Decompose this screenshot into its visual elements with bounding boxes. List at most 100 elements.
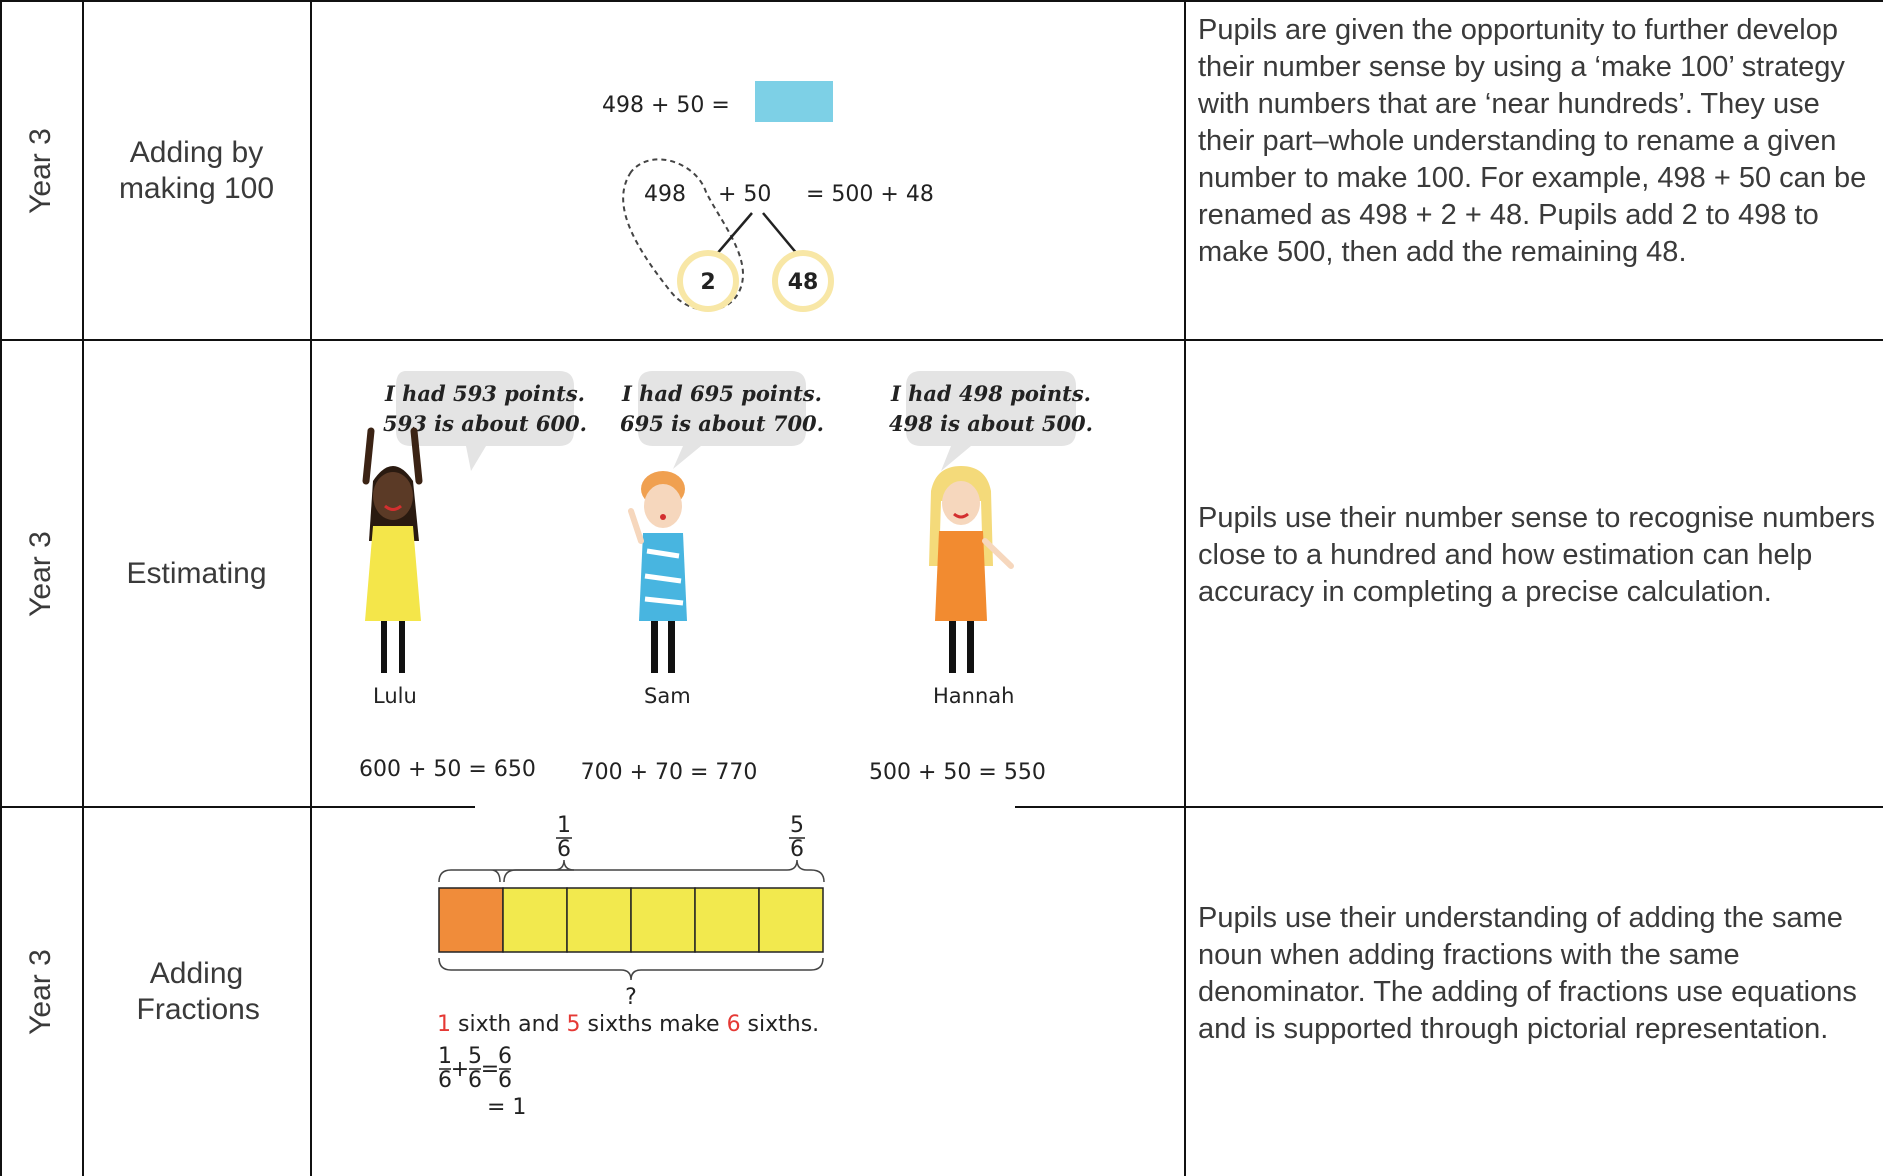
kid-name: Hannah <box>933 684 1014 708</box>
brace-total <box>438 957 824 981</box>
dashed-loop <box>622 158 744 312</box>
face <box>942 481 980 525</box>
kid-name: Lulu <box>373 684 417 708</box>
row2-year-cell: Year 3 <box>0 341 82 806</box>
raised-finger <box>628 508 644 544</box>
table-border-left <box>0 0 2 1176</box>
leg-right <box>668 621 675 673</box>
arm-right <box>410 427 423 485</box>
bubble-line-1: I had 498 points. <box>890 381 1091 406</box>
make-100-diagram: 498 + 50 = 498 + 50 = 500 + 48 2 48 <box>602 81 934 312</box>
row-divider-2b <box>1015 806 1883 808</box>
face <box>373 472 413 520</box>
mouth <box>384 504 402 511</box>
row2-description: Pupils use their number sense to recogni… <box>1198 502 1876 608</box>
plus-b: + 50 <box>718 182 771 207</box>
speech-bubble <box>638 371 806 469</box>
equation-top: 498 + 50 = <box>602 93 730 118</box>
result-expression: = 500 + 48 <box>806 182 934 207</box>
row1-topic-cell: Adding by making 100 <box>83 2 310 339</box>
bubble-line-1: I had 695 points. <box>621 381 822 406</box>
branch-right <box>762 212 799 256</box>
row2-topic-cell: Estimating <box>83 341 310 806</box>
part-2: 48 <box>788 270 819 295</box>
leg-right <box>399 621 405 673</box>
kid-equation: 600 + 50 = 650 <box>359 757 536 782</box>
row1-description-cell: Pupils are given the opportunity to furt… <box>1194 12 1883 332</box>
top-right-numerator: 5 <box>790 813 804 838</box>
column-divider-1 <box>82 0 84 1176</box>
eq-a-numerator: 1 <box>438 1044 452 1069</box>
statement-text-1: sixth and <box>451 1012 567 1037</box>
row2-illustration: I had 593 points. 593 is about 600. Lulu… <box>311 341 1193 806</box>
row3-description-cell: Pupils use their understanding of adding… <box>1194 900 1883 1120</box>
bubble-line-2: 695 is about 700. <box>620 411 824 436</box>
speech-bubble <box>396 371 574 471</box>
kid-name: Sam <box>644 684 691 708</box>
bar-segment-orange <box>438 887 504 953</box>
statement-number-2: 5 <box>567 1012 581 1037</box>
row2-year: Year 3 <box>24 530 58 617</box>
row3-description: Pupils use their understanding of adding… <box>1198 902 1857 1045</box>
kid-sam: I had 695 points. 695 is about 700. Sam … <box>581 371 824 785</box>
row3-illustration: 1 6 5 6 ? 1 sixth and 5 sixths make 6 si… <box>311 808 1193 1176</box>
row2-description-cell: Pupils use their number sense to recogni… <box>1194 500 1883 680</box>
row1-topic: Adding by making 100 <box>118 135 275 205</box>
leg-right <box>967 621 974 673</box>
dress <box>365 526 421 621</box>
total-label: ? <box>625 985 637 1010</box>
answer-box <box>755 81 833 122</box>
eq-equals: = <box>481 1057 499 1082</box>
shirt <box>935 531 987 621</box>
arm-left <box>362 427 375 485</box>
row3-year-cell: Year 3 <box>0 808 82 1176</box>
number-a: 498 <box>644 182 686 207</box>
row3-year: Year 3 <box>24 949 58 1035</box>
hair <box>929 466 993 566</box>
table-border-top <box>0 0 1883 2</box>
leg-left <box>651 621 658 673</box>
eq-a-denominator: 6 <box>438 1068 452 1093</box>
statement-number-1: 1 <box>437 1012 451 1037</box>
bar-segment-yellow <box>566 887 632 953</box>
row1-year-cell: Year 3 <box>0 2 82 339</box>
bar-segment-yellow <box>758 887 824 953</box>
eq-b-numerator: 5 <box>468 1044 482 1069</box>
eq-c-numerator: 6 <box>498 1044 512 1069</box>
eq-c-denominator: 6 <box>498 1068 512 1093</box>
face <box>644 484 682 528</box>
row1-description: Pupils are given the opportunity to furt… <box>1198 14 1867 268</box>
row-divider-2a <box>0 806 475 808</box>
kid-lulu: I had 593 points. 593 is about 600. Lulu… <box>359 371 587 782</box>
statement-number-3: 6 <box>727 1012 741 1037</box>
mouth <box>953 512 969 519</box>
part-1: 2 <box>700 270 715 295</box>
top-right-denominator: 6 <box>790 837 804 862</box>
leg-left <box>381 621 387 673</box>
fraction-statement: 1 sixth and 5 sixths make 6 sixths. <box>437 1012 819 1037</box>
part-circle-2 <box>772 250 834 312</box>
bar-segment-yellow <box>694 887 760 953</box>
kid-hannah: I had 498 points. 498 is about 500. Hann… <box>869 371 1093 785</box>
row-divider-1 <box>0 339 1883 341</box>
part-circle-1 <box>677 250 739 312</box>
eq-plus: + <box>451 1057 469 1082</box>
bar-segment-yellow <box>630 887 696 953</box>
row2-topic: Estimating <box>126 556 267 590</box>
bubble-line-1: I had 593 points. <box>384 381 585 406</box>
leg-left <box>949 621 956 673</box>
row1-illustration: 498 + 50 = 498 + 50 = 500 + 48 2 48 <box>311 2 1193 339</box>
estimating-illustration: I had 593 points. 593 is about 600. Lulu… <box>359 371 1093 785</box>
kid-equation: 500 + 50 = 550 <box>869 760 1046 785</box>
speech-bubble <box>906 371 1076 471</box>
row1-year: Year 3 <box>24 127 58 214</box>
branch-left <box>715 212 753 256</box>
top-left-numerator: 1 <box>557 813 571 838</box>
column-divider-2 <box>310 0 312 1176</box>
row3-topic-cell: Adding Fractions <box>83 808 310 1176</box>
statement-text-3: sixths. <box>741 1012 820 1037</box>
top-left-denominator: 6 <box>557 837 571 862</box>
eq-result: = 1 <box>487 1095 526 1120</box>
bar-segment-yellow <box>502 887 568 953</box>
row3-topic: Adding Fractions <box>136 957 260 1026</box>
